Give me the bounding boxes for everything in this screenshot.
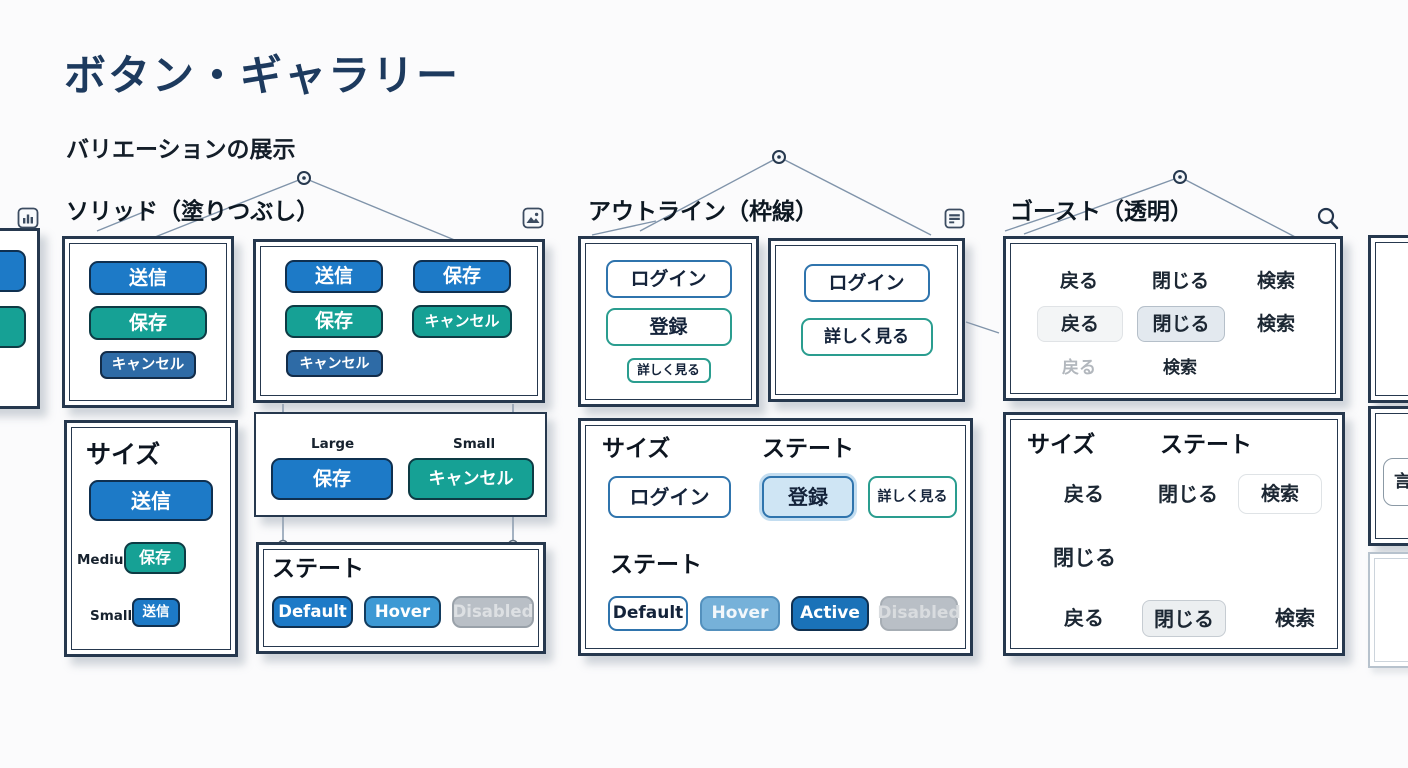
hover-state-button[interactable]: Hover xyxy=(364,596,441,628)
small-label: Small xyxy=(453,436,496,452)
search-button[interactable]: 検索 xyxy=(1257,270,1296,292)
pin-icon xyxy=(297,150,1187,185)
medium-label: Medium xyxy=(77,552,138,568)
large-label: Large xyxy=(311,436,355,452)
state-heading: ステート xyxy=(610,552,702,578)
partial-frame-right-middle: 言 xyxy=(1368,406,1408,546)
partial-frame-right-top xyxy=(1368,235,1408,403)
outline-panel-b: ログイン 詳しく見る xyxy=(768,238,965,402)
save-button[interactable]: 保存 xyxy=(89,306,207,340)
string xyxy=(303,177,458,242)
solid-grid-panel: 送信 保存 保存 キャンセル キャンセル xyxy=(253,239,545,403)
save-button-medium[interactable]: 保存 xyxy=(124,542,186,574)
back-button[interactable]: 戻る xyxy=(1064,606,1104,630)
close-button-filled[interactable]: 閉じる xyxy=(1142,600,1226,637)
size-heading: サイズ xyxy=(1027,432,1096,458)
default-state-button[interactable]: Default xyxy=(608,596,688,631)
register-button[interactable]: 登録 xyxy=(605,308,732,346)
partial-primary-button[interactable] xyxy=(0,250,26,292)
search-button[interactable]: 検索 xyxy=(1163,358,1197,378)
details-button[interactable]: 詳しく見る xyxy=(626,358,711,383)
solid-state-panel: ステート Default Hover Disabled xyxy=(256,542,546,654)
search-button-outlined[interactable]: 検索 xyxy=(1238,474,1322,514)
save-button[interactable]: 保存 xyxy=(413,260,511,293)
size-heading: サイズ xyxy=(86,440,161,469)
outline-panel-a: ログイン 登録 詳しく見る xyxy=(578,236,759,407)
state-heading: ステート xyxy=(1160,432,1252,458)
document-icon xyxy=(944,208,965,229)
submit-button-small[interactable]: 送信 xyxy=(132,598,180,627)
save-button[interactable]: 保存 xyxy=(285,305,383,338)
section-heading-outline: アウトライン（枠線） xyxy=(588,199,818,225)
close-button[interactable]: 閉じる xyxy=(1152,270,1210,292)
back-button[interactable]: 戻る xyxy=(1064,482,1104,506)
close-button-large[interactable]: 閉じる xyxy=(1053,546,1116,570)
partial-frame-right-bottom xyxy=(1368,552,1408,668)
cancel-button[interactable]: キャンセル xyxy=(100,351,196,379)
login-button[interactable]: ログイン xyxy=(605,260,732,298)
disabled-state-button[interactable]: Disabled xyxy=(452,596,534,628)
section-heading-ghost: ゴースト（透明） xyxy=(1010,199,1193,225)
back-button[interactable]: 戻る xyxy=(1060,270,1099,292)
details-button[interactable]: 詳しく見る xyxy=(800,318,933,356)
close-button[interactable]: 閉じる xyxy=(1158,482,1218,506)
partial-teal-button[interactable] xyxy=(0,306,26,348)
submit-button-large[interactable]: 送信 xyxy=(89,480,213,521)
section-heading-solid: ソリッド（塗りつぶし） xyxy=(66,199,320,225)
hover-state-button[interactable]: Hover xyxy=(700,596,780,631)
back-button-hover[interactable]: 戻る xyxy=(1037,306,1123,342)
bar-chart-icon xyxy=(17,207,39,229)
ghost-size-state-panel: サイズ ステート 戻る 閉じる 検索 閉じる 戻る 閉じる 検索 xyxy=(1003,412,1345,656)
cancel-button[interactable]: キャンセル xyxy=(412,305,512,338)
state-heading: ステート xyxy=(272,556,364,582)
solid-basic-panel: 送信 保存 キャンセル xyxy=(62,236,234,408)
solid-size-panel: サイズ 送信 Medium 保存 Small 送信 xyxy=(64,420,238,657)
default-state-button[interactable]: Default xyxy=(272,596,353,628)
page-title: ボタン・ギャラリー xyxy=(64,51,461,100)
details-button[interactable]: 詳しく見る xyxy=(868,476,957,518)
string xyxy=(965,321,1000,334)
ghost-top-panel: 戻る 閉じる 検索 戻る 閉じる 検索 戻る 検索 xyxy=(1003,236,1343,401)
save-button-large[interactable]: 保存 xyxy=(271,458,393,500)
active-state-button[interactable]: Active xyxy=(791,596,869,631)
search-button[interactable]: 検索 xyxy=(1275,606,1315,630)
image-icon xyxy=(522,207,544,229)
back-button-disabled[interactable]: 戻る xyxy=(1062,358,1096,378)
cancel-button-small[interactable]: キャンセル xyxy=(408,458,534,500)
disabled-state-button[interactable]: Disabled xyxy=(877,596,961,631)
submit-button[interactable]: 送信 xyxy=(89,261,207,295)
register-button-pressed[interactable]: 登録 xyxy=(762,476,854,518)
search-button[interactable]: 検索 xyxy=(1257,313,1296,335)
cancel-button[interactable]: キャンセル xyxy=(286,350,383,377)
search-icon xyxy=(1317,207,1339,230)
size-heading: サイズ xyxy=(602,436,671,462)
submit-button[interactable]: 送信 xyxy=(285,260,383,293)
partial-frame-left xyxy=(0,228,40,409)
state-heading: ステート xyxy=(762,436,854,462)
outline-size-state-panel: サイズ ステート ログイン 登録 詳しく見る ステート Default Hove… xyxy=(578,418,973,656)
string xyxy=(1179,176,1302,241)
small-label: Small xyxy=(90,608,133,624)
login-button[interactable]: ログイン xyxy=(803,264,930,302)
solid-large-small-panel: Large Small 保存 キャンセル xyxy=(254,412,547,517)
partial-outline-button[interactable]: 言 xyxy=(1383,458,1408,506)
login-button[interactable]: ログイン xyxy=(608,476,731,518)
close-button-pressed[interactable]: 閉じる xyxy=(1137,306,1225,342)
page-subtitle: バリエーションの展示 xyxy=(66,137,296,163)
